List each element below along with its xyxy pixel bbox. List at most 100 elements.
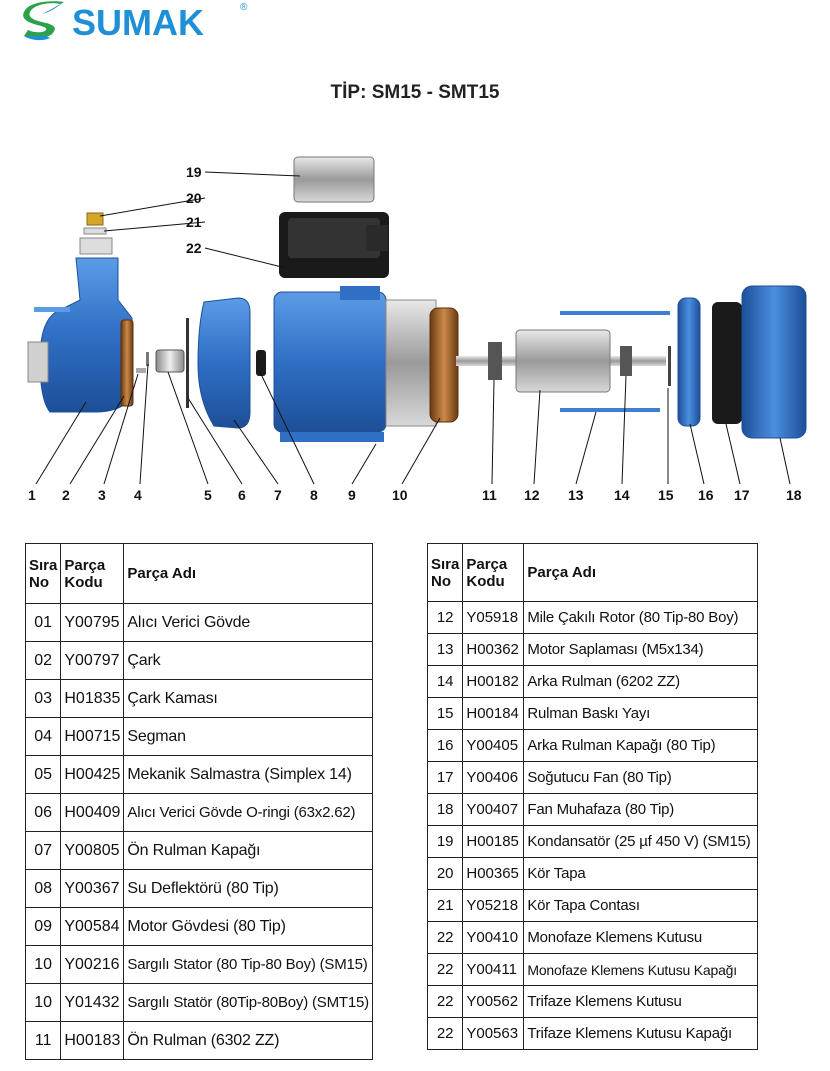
terminal-box bbox=[279, 212, 389, 278]
row-code: H00183 bbox=[60, 1021, 125, 1060]
callout-16: 16 bbox=[698, 487, 714, 503]
row-code: Y00797 bbox=[60, 641, 125, 680]
row-name: Kör Tapa bbox=[523, 857, 758, 890]
row-code: Y01432 bbox=[60, 983, 125, 1022]
col-header-parca-adi: Parça Adı bbox=[123, 543, 373, 604]
row-code: Y00562 bbox=[462, 985, 525, 1018]
rear-bearing bbox=[620, 346, 632, 376]
row-no: 21 bbox=[426, 889, 464, 922]
row-name: Alıcı Verici Gövde O-ringi (63x2.62) bbox=[123, 793, 373, 832]
row-name: Sargılı Stator (80 Tip-80 Boy) (SM15) bbox=[123, 945, 373, 984]
brand-logo: SUMAK ® bbox=[20, 0, 247, 44]
callout-19: 19 bbox=[186, 164, 202, 180]
callout-5: 5 bbox=[204, 487, 212, 503]
row-no: 05 bbox=[24, 755, 62, 794]
row-code: H00185 bbox=[462, 825, 525, 858]
impeller bbox=[120, 319, 134, 407]
row-name: Motor Gövdesi (80 Tip) bbox=[123, 907, 373, 946]
callout-3: 3 bbox=[98, 487, 106, 503]
plug-seal bbox=[83, 227, 107, 235]
row-name: Soğutucu Fan (80 Tip) bbox=[523, 761, 758, 794]
registered-mark: ® bbox=[240, 2, 248, 13]
header-parca: Parça bbox=[466, 555, 508, 573]
row-no: 22 bbox=[426, 953, 464, 986]
row-code: Y00411 bbox=[462, 953, 525, 986]
row-name: Trifaze Klemens Kutusu Kapağı bbox=[523, 1017, 758, 1050]
header-no: No bbox=[431, 572, 451, 590]
fan-cover bbox=[741, 285, 807, 439]
row-code: Y05218 bbox=[462, 889, 525, 922]
row-code: Y00584 bbox=[60, 907, 125, 946]
row-no: 09 bbox=[24, 907, 62, 946]
capacitor bbox=[293, 156, 375, 203]
row-name: Monofaze Klemens Kutusu Kapağı bbox=[523, 953, 758, 986]
front-bearing-cover bbox=[197, 297, 251, 429]
callout-9: 9 bbox=[348, 487, 356, 503]
mechanical-seal bbox=[155, 349, 185, 373]
callout-10: 10 bbox=[392, 487, 408, 503]
header-sira: Sıra bbox=[29, 556, 58, 574]
row-no: 17 bbox=[426, 761, 464, 794]
water-deflector bbox=[256, 350, 266, 376]
row-no: 07 bbox=[24, 831, 62, 870]
brand-name: SUMAK bbox=[72, 2, 204, 43]
sumak-logo-icon bbox=[23, 1, 64, 41]
row-no: 01 bbox=[24, 603, 62, 642]
blind-plug bbox=[86, 212, 104, 226]
row-name: Monofaze Klemens Kutusu bbox=[523, 921, 758, 954]
row-name: Motor Saplaması (M5x134) bbox=[523, 633, 758, 666]
motor-stud-top bbox=[560, 311, 670, 315]
row-name: Ön Rulman (6302 ZZ) bbox=[123, 1021, 373, 1060]
row-no: 12 bbox=[426, 601, 464, 634]
callout-7: 7 bbox=[274, 487, 282, 503]
callout-18: 18 bbox=[786, 487, 802, 503]
row-code: Y00367 bbox=[60, 869, 125, 908]
impeller-key bbox=[136, 368, 146, 373]
rear-bearing-cover bbox=[677, 297, 701, 427]
row-name: Çark Kaması bbox=[123, 679, 373, 718]
row-name: Su Deflektörü (80 Tip) bbox=[123, 869, 373, 908]
cooling-fan bbox=[712, 302, 742, 424]
row-name: Sargılı Statör (80Tip-80Boy) (SMT15) bbox=[123, 983, 373, 1022]
row-code: Y00410 bbox=[462, 921, 525, 954]
row-no: 06 bbox=[24, 793, 62, 832]
row-no: 22 bbox=[426, 985, 464, 1018]
rotor bbox=[515, 329, 611, 393]
header-kodu: Kodu bbox=[466, 572, 505, 590]
callout-6: 6 bbox=[238, 487, 246, 503]
row-code: H01835 bbox=[60, 679, 125, 718]
callout-11: 11 bbox=[482, 487, 497, 503]
row-code: H00409 bbox=[60, 793, 125, 832]
callout-15: 15 bbox=[658, 487, 674, 503]
callout-21: 21 bbox=[186, 214, 202, 230]
exploded-pump-diagram: 19 20 21 22 1 2 3 4 5 6 7 8 9 10 11 12 1… bbox=[27, 156, 807, 503]
row-code: Y00405 bbox=[462, 729, 525, 762]
row-name: Segman bbox=[123, 717, 373, 756]
row-code: Y00407 bbox=[462, 793, 525, 826]
row-no: 13 bbox=[426, 633, 464, 666]
row-name: Arka Rulman (6202 ZZ) bbox=[523, 665, 758, 698]
o-ring bbox=[186, 318, 189, 408]
page-title: TİP: SM15 - SMT15 bbox=[330, 82, 500, 103]
row-no: 10 bbox=[24, 945, 62, 984]
